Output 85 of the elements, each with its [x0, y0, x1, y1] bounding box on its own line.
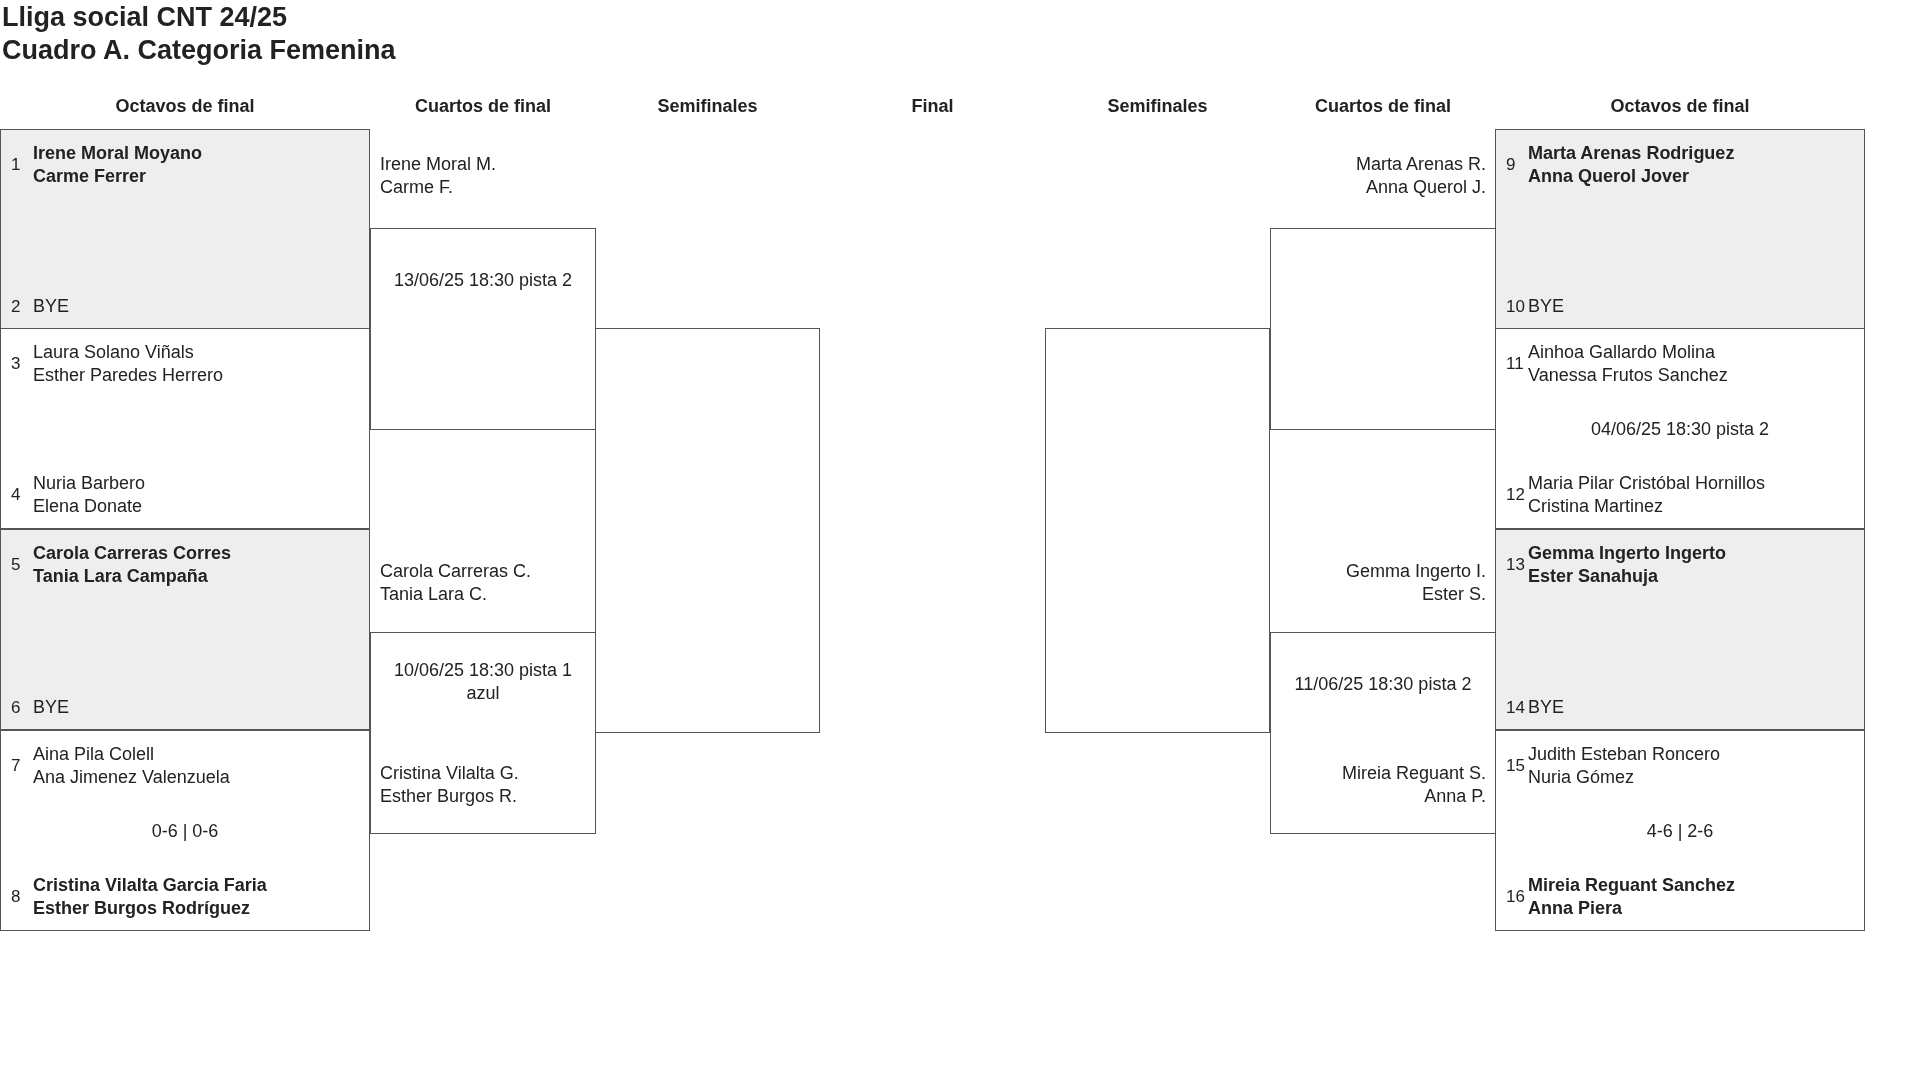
- player-name: Esther Burgos R.: [380, 785, 518, 808]
- player-name: Elena Donate: [33, 495, 144, 518]
- player-name: Tania Lara Campaña: [33, 565, 209, 588]
- match-box: [1495, 730, 1865, 931]
- match-result: 4-6 | 2-6: [1645, 819, 1715, 843]
- player-name: Anna P.: [1424, 785, 1486, 808]
- round-heading: Octavos de final: [114, 96, 256, 117]
- player-name: BYE: [1528, 696, 1565, 719]
- seed-number: 6: [11, 697, 22, 718]
- match-box: [0, 730, 370, 931]
- seed-number: 5: [11, 555, 22, 575]
- player-name: Ana Jimenez Valenzuela: [33, 766, 230, 789]
- player-name: Carme Ferrer: [33, 165, 148, 188]
- player-name: Anna Querol J.: [1365, 176, 1486, 199]
- round-heading: Octavos de final: [1609, 96, 1751, 117]
- match-box: [0, 328, 370, 529]
- player-name: BYE: [33, 295, 70, 318]
- player-name: Laura Solano Viñals: [33, 341, 195, 364]
- match-result: 0-6 | 0-6: [150, 819, 220, 843]
- player-name: Judith Esteban Roncero: [1528, 743, 1721, 766]
- seed-number: 2: [11, 296, 22, 317]
- bracket-box: [1045, 328, 1270, 733]
- seed-number: 13: [1506, 555, 1526, 575]
- match-result: 04/06/25 18:30 pista 2: [1589, 417, 1771, 441]
- player-name: Gemma Ingerto Ingerto: [1528, 542, 1727, 565]
- round-heading: Semifinales: [656, 96, 759, 117]
- match-box: [1495, 328, 1865, 529]
- page-title: Lliga social CNT 24/25: [2, 2, 288, 33]
- player-name: Marta Arenas R.: [1355, 153, 1486, 176]
- match-box: [1495, 129, 1865, 329]
- seed-number: 14: [1506, 697, 1526, 718]
- player-name: Gemma Ingerto I.: [1345, 560, 1486, 583]
- schedule-box: [370, 632, 596, 834]
- match-box: [1495, 529, 1865, 730]
- match-schedule: 11/06/25 18:30 pista 2: [1293, 673, 1473, 696]
- seed-number: 4: [11, 485, 22, 505]
- round-heading: Cuartos de final: [1314, 96, 1452, 117]
- seed-number: 11: [1506, 354, 1525, 374]
- player-name: Carme F.: [380, 176, 453, 199]
- round-heading: Final: [910, 96, 955, 117]
- player-name: Irene Moral Moyano: [33, 142, 203, 165]
- player-name: Cristina Vilalta G.: [380, 762, 519, 785]
- schedule-box: [370, 228, 596, 430]
- match-schedule: 13/06/25 18:30 pista 2: [392, 269, 574, 292]
- player-name: Ester Sanahuja: [1528, 565, 1660, 588]
- player-name: Esther Paredes Herrero: [33, 364, 224, 387]
- match-schedule: 10/06/25 18:30 pista 1 azul: [392, 659, 574, 705]
- player-name: Maria Pilar Cristóbal Hornillos: [1528, 472, 1766, 495]
- round-heading: Semifinales: [1106, 96, 1209, 117]
- player-name: Nuria Barbero: [33, 472, 146, 495]
- schedule-box: [1270, 632, 1496, 834]
- match-box: [0, 529, 370, 730]
- player-name: Mireia Reguant Sanchez: [1528, 874, 1736, 897]
- player-name: Vanessa Frutos Sanchez: [1528, 364, 1728, 387]
- player-name: Ester S.: [1421, 583, 1486, 606]
- player-name: Esther Burgos Rodríguez: [33, 897, 252, 920]
- player-name: BYE: [1528, 295, 1565, 318]
- player-name: Carola Carreras C.: [380, 560, 532, 583]
- seed-number: 3: [11, 354, 22, 374]
- player-name: Cristina Vilalta Garcia Faria: [33, 874, 267, 897]
- round-heading: Cuartos de final: [414, 96, 552, 117]
- seed-number: 16: [1506, 887, 1526, 907]
- seed-number: 8: [11, 887, 22, 907]
- page-subtitle: Cuadro A. Categoria Femenina: [2, 35, 396, 66]
- player-name: Ainhoa Gallardo Molina: [1528, 341, 1717, 364]
- player-name: Irene Moral M.: [380, 153, 497, 176]
- player-name: Anna Piera: [1528, 897, 1624, 920]
- seed-number: 12: [1506, 485, 1526, 505]
- bracket-box: [595, 328, 820, 733]
- player-name: Aina Pila Colell: [33, 743, 156, 766]
- seed-number: 10: [1506, 296, 1526, 317]
- match-box: [0, 129, 370, 329]
- player-name: Marta Arenas Rodriguez: [1528, 142, 1735, 165]
- schedule-box: [1270, 228, 1496, 430]
- seed-number: 7: [11, 756, 22, 776]
- player-name: Mireia Reguant S.: [1341, 762, 1486, 785]
- player-name: Nuria Gómez: [1528, 766, 1636, 789]
- player-name: Tania Lara C.: [380, 583, 488, 606]
- seed-number: 9: [1506, 155, 1517, 175]
- seed-number: 15: [1506, 756, 1526, 776]
- player-name: Anna Querol Jover: [1528, 165, 1691, 188]
- seed-number: 1: [11, 155, 22, 175]
- player-name: Carola Carreras Corres: [33, 542, 232, 565]
- player-name: Cristina Martinez: [1528, 495, 1665, 518]
- player-name: BYE: [33, 696, 70, 719]
